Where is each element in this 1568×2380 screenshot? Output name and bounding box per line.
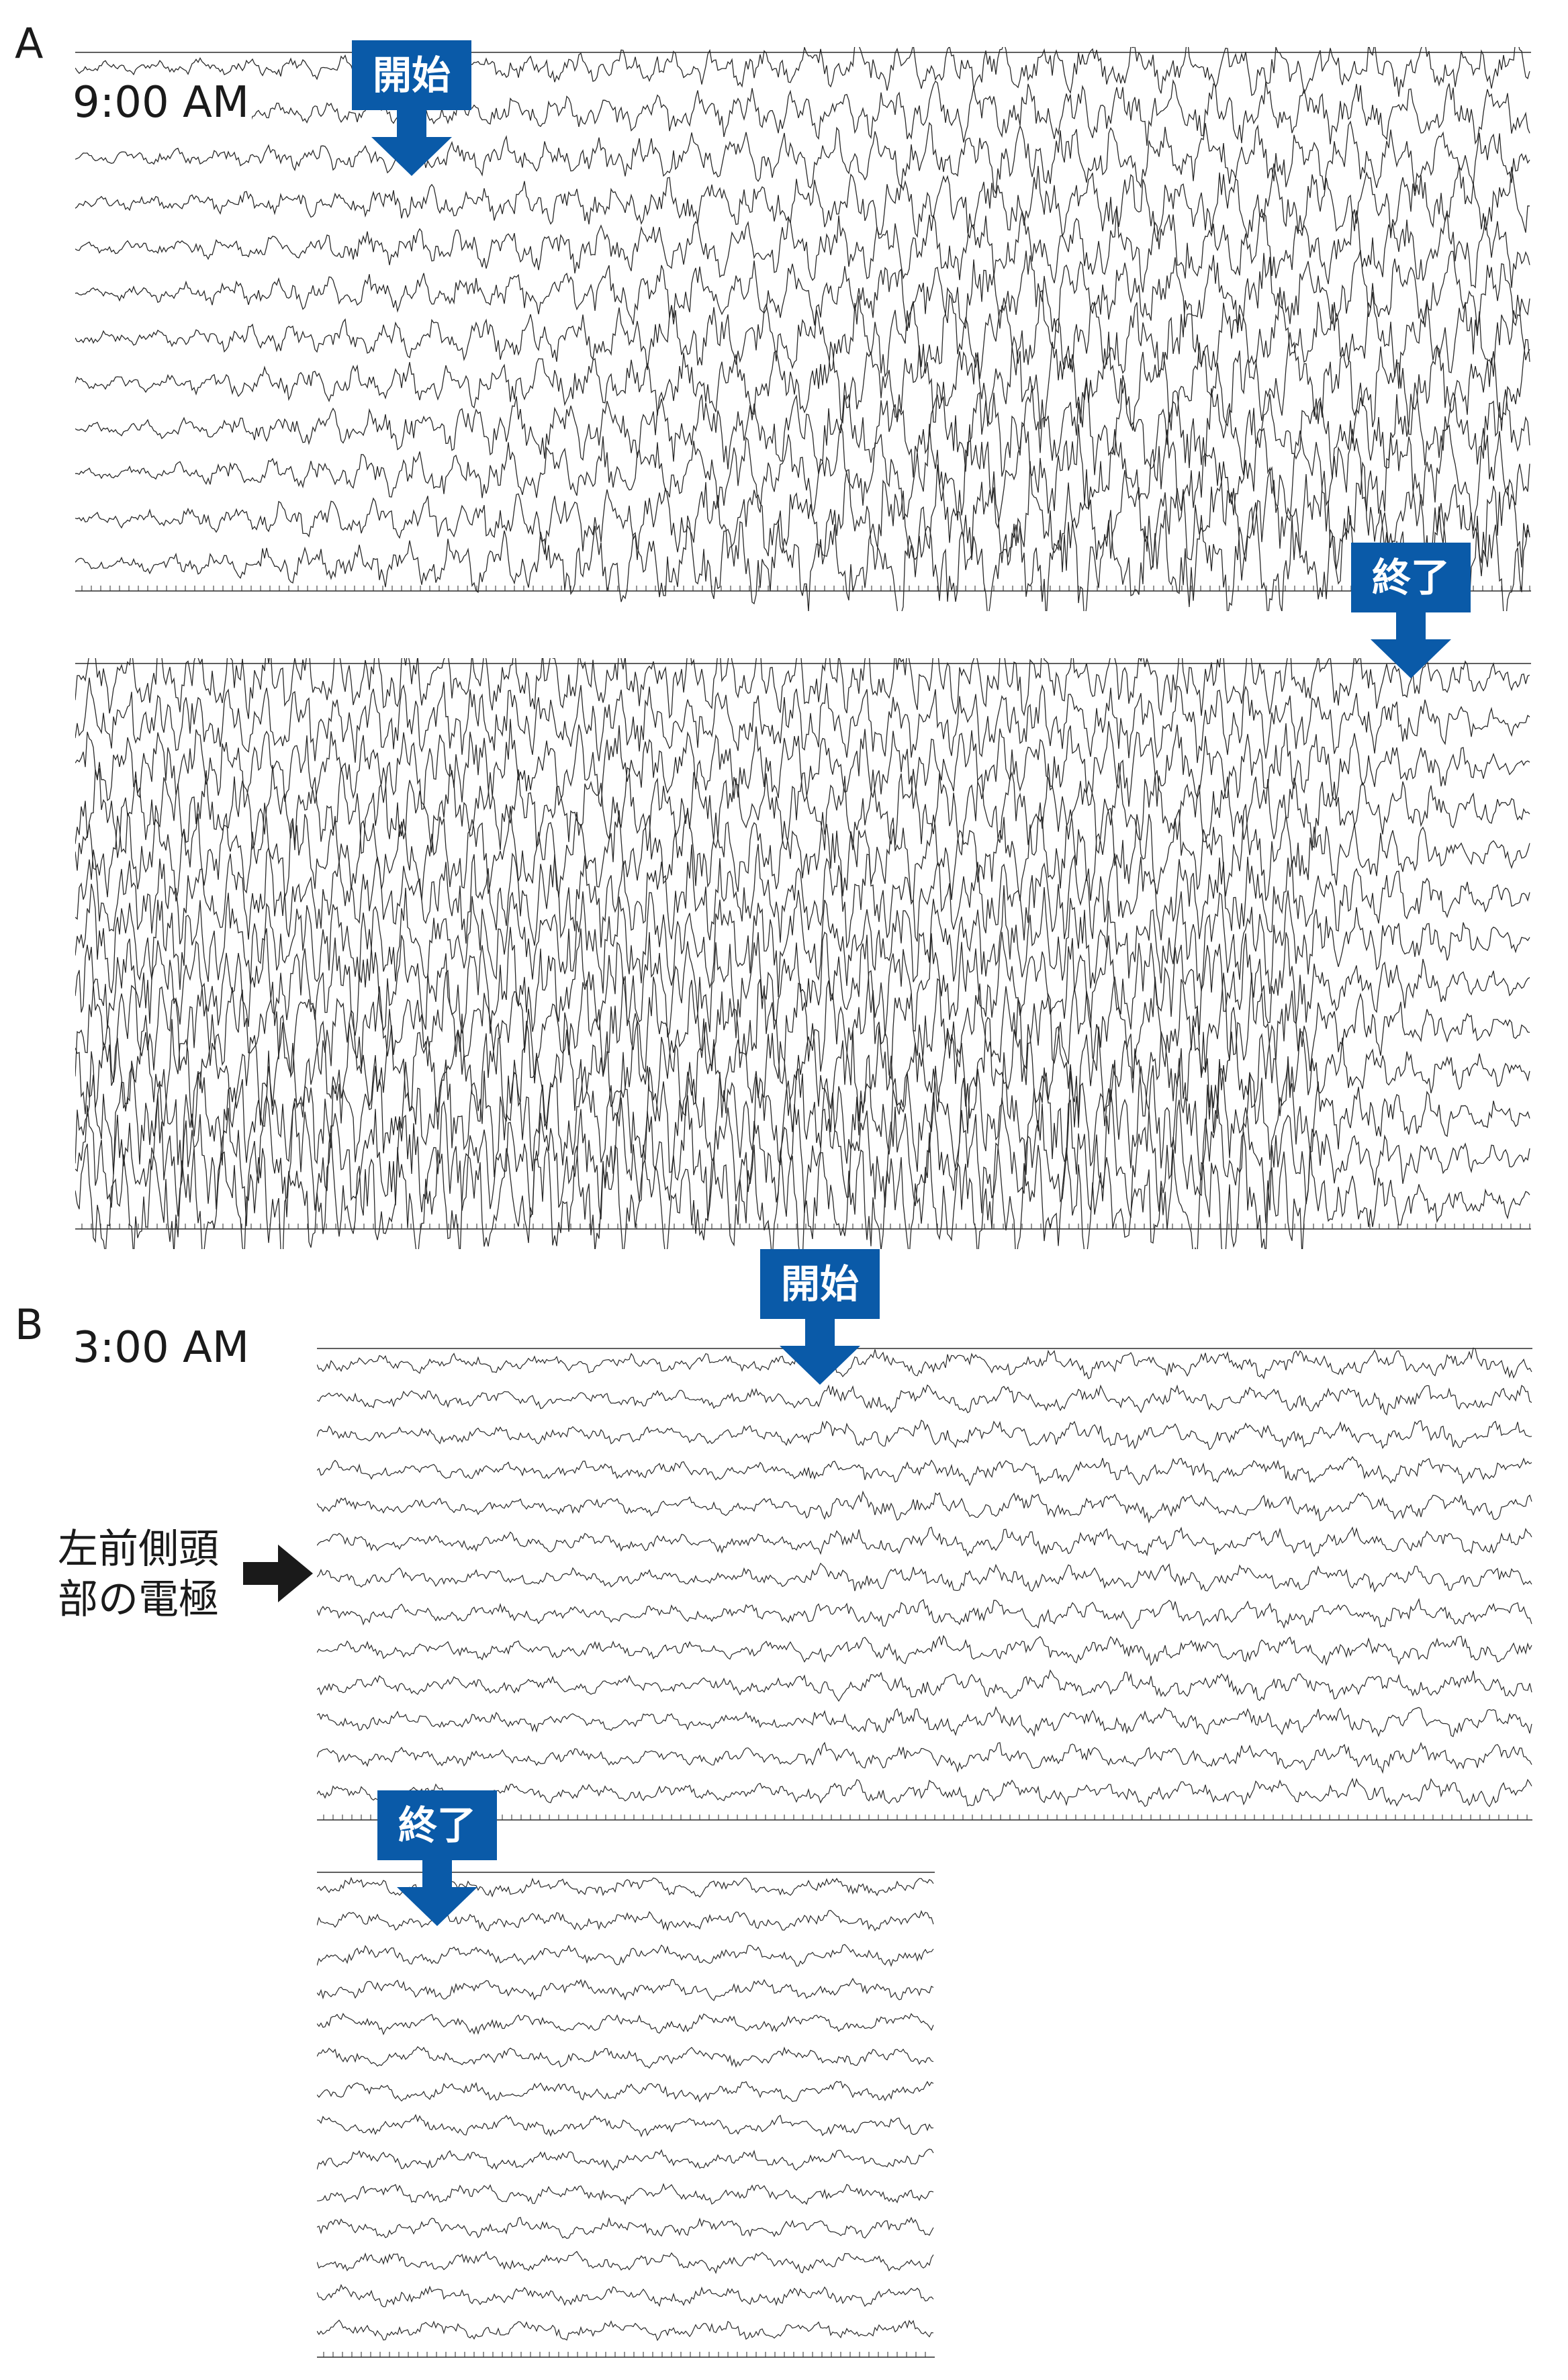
eeg-channel-trace bbox=[75, 120, 1530, 195]
eeg-channel-trace bbox=[317, 2283, 934, 2307]
eeg-channel-trace bbox=[75, 658, 1530, 719]
eeg-strip-b1 bbox=[317, 1343, 1532, 1840]
eeg-channel-trace bbox=[75, 803, 1530, 902]
panel-b-letter: B bbox=[15, 1300, 44, 1349]
eeg-strip-b2 bbox=[317, 1867, 935, 2377]
panel-b-start-callout: 開始 bbox=[760, 1249, 880, 1385]
electrode-label-line2: 部の電極 bbox=[58, 1576, 219, 1623]
eeg-channel-trace bbox=[75, 1048, 1530, 1181]
eeg-channel-trace bbox=[317, 2013, 934, 2035]
eeg-channel-trace bbox=[75, 250, 1530, 334]
eeg-channel-trace bbox=[317, 1741, 1532, 1774]
eeg-channel-trace bbox=[75, 1089, 1530, 1226]
eeg-channel-trace bbox=[317, 1384, 1532, 1416]
eeg-channel-trace bbox=[317, 1456, 1532, 1486]
eeg-channel-trace bbox=[317, 2113, 934, 2138]
panel-a-time: 9:00 AM bbox=[70, 79, 252, 126]
eeg-channel-trace bbox=[317, 1778, 1532, 1808]
panel-b-start-label: 開始 bbox=[760, 1249, 880, 1319]
eeg-channel-trace bbox=[75, 1131, 1530, 1249]
eeg-channel-trace bbox=[317, 1347, 1532, 1380]
arrow-down-icon bbox=[1371, 612, 1451, 678]
panel-b-time: 3:00 AM bbox=[70, 1324, 252, 1371]
eeg-channel-trace bbox=[75, 287, 1530, 389]
eeg-channel-trace bbox=[75, 762, 1530, 858]
eeg-trace-b2 bbox=[317, 1872, 935, 2358]
eeg-channel-trace bbox=[317, 1526, 1532, 1557]
eeg-channel-trace bbox=[75, 678, 1530, 764]
eeg-channel-trace bbox=[75, 461, 1530, 581]
arrow-right-icon bbox=[243, 1545, 313, 1602]
eeg-trace-b1 bbox=[317, 1347, 1532, 1821]
eeg-channel-trace bbox=[75, 719, 1530, 810]
eeg-channel-trace bbox=[317, 2216, 934, 2239]
eeg-channel-trace bbox=[75, 843, 1530, 948]
eeg-channel-trace bbox=[317, 2250, 934, 2275]
eeg-channel-trace bbox=[317, 1598, 1532, 1629]
panel-a-start-label: 開始 bbox=[352, 40, 471, 110]
eeg-channel-trace bbox=[317, 2080, 934, 2103]
eeg-channel-trace bbox=[317, 1669, 1532, 1702]
eeg-channel-trace bbox=[317, 1419, 1532, 1451]
eeg-channel-trace bbox=[75, 205, 1530, 293]
eeg-channel-trace bbox=[317, 1706, 1532, 1737]
arrow-down-icon bbox=[371, 110, 452, 176]
eeg-channel-trace bbox=[317, 1943, 934, 1968]
eeg-strip-a2 bbox=[75, 658, 1531, 1249]
eeg-channel-trace bbox=[75, 375, 1530, 479]
eeg-channel-trace bbox=[75, 883, 1530, 997]
eeg-channel-trace bbox=[75, 331, 1530, 435]
panel-a-end-callout: 終了 bbox=[1351, 543, 1471, 678]
eeg-trace-a1 bbox=[75, 47, 1531, 611]
eeg-channel-trace bbox=[317, 1635, 1532, 1666]
eeg-channel-trace bbox=[75, 423, 1530, 532]
eeg-channel-trace bbox=[75, 163, 1530, 242]
eeg-channel-trace bbox=[317, 2148, 934, 2171]
eeg-channel-trace bbox=[317, 2183, 934, 2205]
eeg-channel-trace bbox=[317, 1909, 934, 1932]
panel-b-end-label: 終了 bbox=[377, 1790, 497, 1860]
panel-a-end-label: 終了 bbox=[1351, 543, 1471, 612]
eeg-channel-trace bbox=[75, 47, 1530, 97]
eeg-channel-trace bbox=[75, 79, 1530, 146]
electrode-label: 左前側頭 部の電極 bbox=[58, 1524, 219, 1625]
eeg-strip-a1 bbox=[75, 47, 1531, 611]
eeg-channel-trace bbox=[75, 969, 1530, 1086]
eeg-trace-a2 bbox=[75, 658, 1531, 1249]
eeg-channel-trace bbox=[75, 502, 1530, 611]
eeg-channel-trace bbox=[317, 2046, 934, 2069]
eeg-channel-trace bbox=[317, 1562, 1532, 1593]
eeg-channel-trace bbox=[317, 1490, 1532, 1524]
eeg-channel-trace bbox=[75, 1007, 1530, 1134]
panel-a-letter: A bbox=[15, 19, 44, 68]
eeg-channel-trace bbox=[75, 927, 1530, 1038]
arrow-down-icon bbox=[780, 1319, 860, 1385]
eeg-channel-trace bbox=[317, 1978, 934, 2001]
arrow-down-icon bbox=[397, 1860, 477, 1926]
electrode-label-line1: 左前側頭 bbox=[58, 1526, 219, 1573]
panel-b-end-callout: 終了 bbox=[377, 1790, 497, 1926]
eeg-channel-trace bbox=[317, 2319, 934, 2342]
panel-a-start-callout: 開始 bbox=[352, 40, 471, 176]
